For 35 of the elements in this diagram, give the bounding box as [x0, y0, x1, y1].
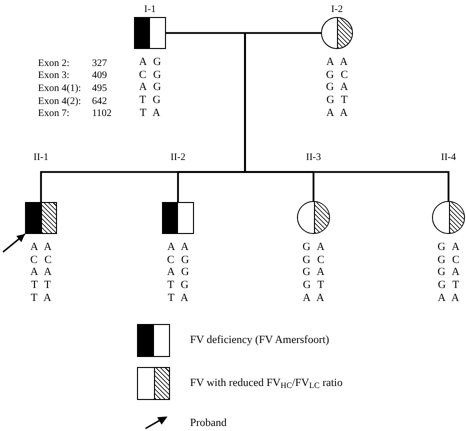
individual-label: II-4: [441, 152, 456, 163]
genotype-text: A A: [167, 241, 189, 254]
genotype-text: G A: [326, 81, 348, 94]
genotype-text: G C: [326, 68, 348, 82]
genotype-text: C C: [30, 254, 52, 266]
genotype-text: G A: [302, 266, 325, 280]
legend-text: Proband: [190, 416, 227, 430]
arrow: [2, 233, 26, 253]
individual-label: II-3: [306, 152, 321, 163]
genotype-text: T A: [168, 292, 188, 305]
genotype-text: A A: [326, 106, 348, 120]
legend-text: FV deficiency (FV Amersfoort): [190, 334, 330, 347]
genotype-text: A A: [326, 56, 348, 69]
genotype-text: T A: [30, 292, 52, 305]
genotype-text: G T: [326, 94, 348, 107]
descent-line: [244, 33, 450, 201]
genotype-text: G C: [437, 254, 460, 266]
genotype-text: C G: [166, 254, 190, 266]
genotype-text: T T: [31, 279, 51, 292]
genotype-text: G T: [302, 279, 324, 292]
genotype-text: A G: [166, 266, 190, 280]
genotype-text: G A: [437, 241, 460, 254]
genotype-text: G A: [437, 266, 460, 280]
individual-label: I-2: [331, 4, 343, 15]
individual-label: I-1: [144, 4, 156, 15]
genotype-text: G C: [302, 254, 325, 266]
legend-text: FV with reduced FV$_{HC}$/FV$_{LC}$ ratio: [190, 377, 343, 390]
genotype-text: G T: [438, 279, 460, 292]
genotype-text: A A: [30, 266, 52, 280]
genotype-text: T G: [167, 279, 189, 292]
genotype-text: A A: [302, 292, 324, 305]
marriage-line: [166, 32, 321, 34]
genotype-text: A A: [30, 241, 52, 254]
genotype-text: G A: [302, 241, 325, 254]
genotype-text: A A: [438, 292, 460, 305]
